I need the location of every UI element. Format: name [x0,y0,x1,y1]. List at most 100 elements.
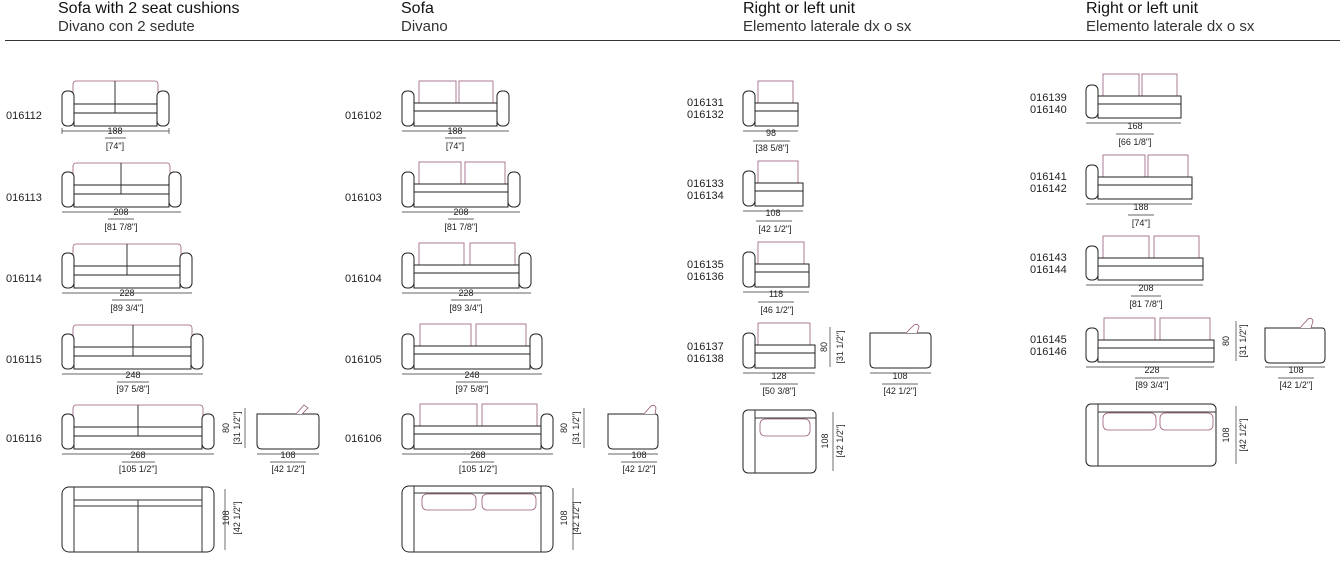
depth-dimension: 108 [559,510,569,525]
sofa-front-view: 268 [105 1/2"] 80 [31 1/2"] [61,404,246,474]
width-dimension: 168 [1127,121,1142,131]
unit-side-view: 108 [42 1/2"] [869,323,932,396]
height-dimension: 80 [1221,336,1231,346]
product-code: 016105 [345,354,382,366]
width-dimension-inches: [74"] [106,141,124,151]
width-dimension-inches: [42 1/2"] [271,464,304,474]
width-dimension: 128 [771,371,786,381]
width-dimension-inches: [97 5/8"] [455,384,488,394]
column-title: Right or left unit [1086,0,1199,17]
sofa-front-view: 228 [89 3/4"] [401,242,532,313]
column-subtitle: Elemento laterale dx o sx [743,18,912,35]
width-dimension-inches: [105 1/2"] [119,464,157,474]
sofa-front-view: 228 [89 3/4"] [61,243,193,313]
product-code: 016106 [345,433,382,445]
product-code: 016102 [345,110,382,122]
depth-dimension-inches: [42 1/2"] [835,424,845,457]
width-dimension-inches: [81 7/8"] [444,222,477,232]
sofa-front-view: 268 [105 1/2"] 80 [31 1/2"] [401,403,585,474]
header-divider [5,40,1340,41]
column-header-1: Sofa with 2 seat cushions Divano con 2 s… [58,0,239,36]
product-code: 016115 [6,354,42,366]
depth-dimension: 108 [1221,427,1231,442]
product-code: 016104 [345,273,382,285]
sofa-side-view: 108 [42 1/2"] [607,404,659,474]
width-dimension: 188 [447,126,462,136]
height-dimension-inches: [31 1/2"] [232,411,242,444]
width-dimension-inches: [97 5/8"] [116,384,149,394]
height-dimension-inches: [31 1/2"] [571,411,581,444]
depth-dimension: 108 [221,510,231,525]
width-dimension: 248 [464,370,479,380]
sofa-front-view: 208 [81 7/8"] [401,161,521,232]
depth-dimension-inches: [42 1/2"] [1238,418,1248,451]
unit-front-view: 128 [50 3/8"] 80 [31 1/2"] [742,322,845,396]
column-subtitle: Divano con 2 sedute [58,18,195,35]
width-dimension-inches: [74"] [446,141,464,151]
unit-front-view: 188 [74"] [1085,154,1193,228]
product-code: 016112 [6,110,42,122]
depth-dimension-inches: [42 1/2"] [232,501,242,534]
width-dimension-inches: [42 1/2"] [1279,380,1312,390]
column-subtitle: Divano [401,18,448,35]
unit-front-view: 118 [46 1/2"] [742,241,810,315]
width-dimension-inches: [89 3/4"] [449,303,482,313]
width-dimension: 188 [1133,202,1148,212]
sofa-top-view: 108 [42 1/2"] [401,485,581,553]
product-code: 016114 [6,273,42,285]
unit-top-view: 108 [42 1/2"] [1085,403,1248,467]
unit-top-view: 108 [42 1/2"] [742,409,845,474]
sofa-front-view: 188 [74"] [61,80,170,151]
width-dimension-inches: [42 1/2"] [758,224,791,234]
width-dimension: 118 [769,289,783,299]
width-dimension-inches: [89 3/4"] [110,303,143,313]
width-dimension: 208 [453,207,468,217]
sofa-front-view: 188 [74"] [401,80,510,151]
width-dimension-inches: [46 1/2"] [760,305,793,315]
width-dimension: 228 [1144,365,1159,375]
width-dimension: 268 [470,450,485,460]
width-dimension: 108 [892,371,907,381]
width-dimension: 98 [766,128,776,138]
product-code: 016103 [345,192,382,204]
column-title: Right or left unit [743,0,856,17]
unit-front-view: 108 [42 1/2"] [742,160,804,234]
height-dimension-inches: [31 1/2"] [835,330,845,363]
height-dimension-inches: [31 1/2"] [1238,324,1248,357]
column-title: Sofa with 2 seat cushions [58,0,240,17]
sofa-top-view: 108 [42 1/2"] [61,486,242,553]
width-dimension: 268 [130,450,145,460]
product-code: 016116 [6,433,42,445]
width-dimension-inches: [105 1/2"] [459,464,497,474]
width-dimension: 228 [119,288,134,298]
sofa-front-view: 248 [97 5/8"] [401,323,543,394]
width-dimension-inches: [74"] [1132,218,1150,228]
column-subtitle: Elemento laterale dx o sx [1086,18,1255,35]
unit-front-view: 98 [38 5/8"] [742,80,799,153]
width-dimension-inches: [66 1/8"] [1118,137,1151,147]
unit-side-view: 108 [42 1/2"] [1264,317,1326,390]
product-code: 016113 [6,192,42,204]
width-dimension-inches: [50 3/8"] [762,386,795,396]
sofa-front-view: 208 [81 7/8"] [61,162,182,232]
width-dimension-inches: [89 3/4"] [1135,380,1168,390]
depth-dimension: 108 [820,433,830,448]
column-title: Sofa [401,0,434,17]
width-dimension-inches: [81 7/8"] [1129,299,1162,309]
width-dimension: 208 [1138,283,1153,293]
unit-front-view: 228 [89 3/4"] 80 [31 1/2"] [1085,317,1248,390]
width-dimension-inches: [38 5/8"] [755,143,788,153]
column-header-4: Right or left unit Elemento laterale dx … [1086,0,1254,36]
width-dimension: 188 [107,126,122,136]
width-dimension: 108 [631,450,646,460]
width-dimension: 108 [1288,365,1303,375]
width-dimension-inches: [42 1/2"] [883,386,916,396]
width-dimension: 108 [280,450,295,460]
